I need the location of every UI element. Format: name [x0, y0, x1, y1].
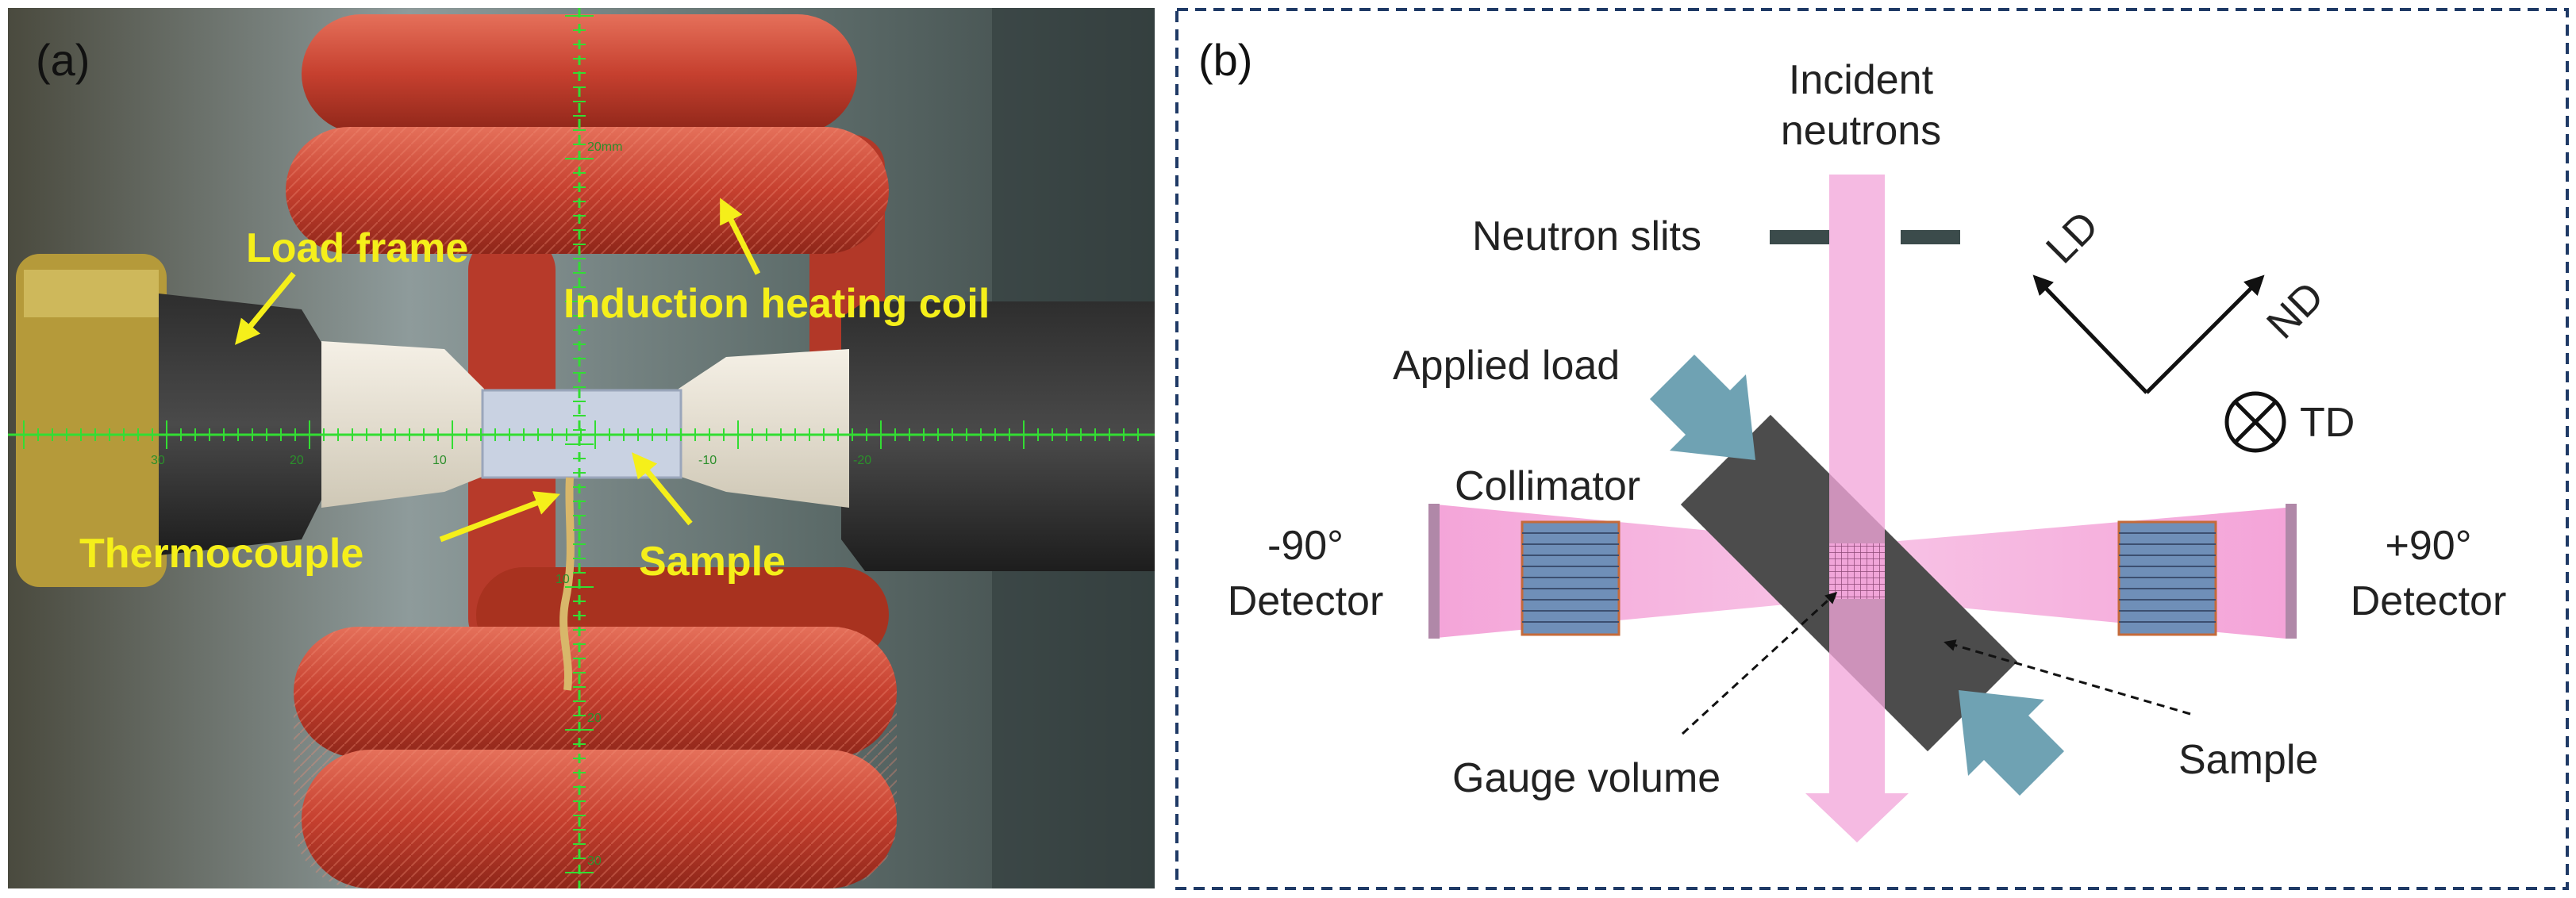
label-gauge-volume: Gauge volume — [1452, 755, 1721, 801]
thermocouple-wire — [559, 477, 575, 691]
label-sample: Sample — [639, 539, 786, 585]
label-neutron-slits: Neutron slits — [1472, 213, 1701, 259]
arrow-induction-coil — [719, 198, 761, 275]
label-incident-line1: Incident — [1789, 57, 1934, 103]
label-thermocouple: Thermocouple — [79, 531, 363, 577]
scale-label: -20 — [853, 454, 871, 467]
scale-label: 30 — [151, 454, 165, 467]
label-right-detector: Detector — [2351, 578, 2507, 624]
panel-b-label: (b) — [1198, 35, 1252, 85]
leader-sample — [1944, 639, 2191, 716]
applied-load-arrow-bottom — [1959, 690, 2064, 796]
detector-right — [2286, 504, 2297, 639]
scale-label: 20 — [587, 712, 602, 725]
axis-ld-arrow — [2032, 274, 2148, 394]
label-applied-load: Applied load — [1393, 343, 1620, 389]
scale-ticks — [23, 15, 1139, 873]
grip-right — [841, 301, 1155, 571]
grip-left-tape — [16, 254, 167, 587]
detector-left — [1428, 504, 1440, 639]
axis-td-label: TD — [2300, 400, 2355, 446]
label-left-detector: Detector — [1228, 578, 1384, 624]
label-load-frame: Load frame — [246, 225, 468, 271]
label-right-detector-angle: +90° — [2385, 523, 2471, 569]
label-left-detector-angle: -90° — [1267, 523, 1344, 569]
label-induction-coil: Induction heating coil — [563, 281, 990, 327]
ceramic-right — [679, 349, 849, 508]
incident-beam — [1805, 175, 1909, 842]
label-collimator: Collimator — [1455, 463, 1640, 509]
ceramic-left — [321, 341, 484, 508]
collimator-left — [1521, 520, 1621, 636]
applied-load-arrow-top — [1650, 355, 1755, 460]
load-frame — [16, 254, 1155, 587]
scale-label: 10 — [433, 454, 447, 467]
scale-labels: 30 20 10 -10 -20 20mm 10 20 30 — [151, 140, 871, 868]
panel-a: 30 20 10 -10 -20 20mm 10 20 30 (a) Load … — [8, 8, 1155, 888]
label-sample: Sample — [2178, 737, 2318, 783]
arrow-sample — [631, 452, 693, 526]
gauge-volume-grid — [1829, 543, 1885, 599]
neutron-slit-right — [1901, 230, 1960, 244]
scale-label: 10 — [556, 573, 570, 586]
axis-nd-arrow — [2145, 274, 2265, 394]
td-out-of-plane-icon — [2224, 391, 2286, 453]
scale-label: 30 — [587, 854, 602, 868]
coil-turn-bottom-tex — [294, 627, 897, 888]
grip-left-tape-shine — [24, 270, 159, 317]
grip-left — [159, 294, 325, 555]
scale-label: 20mm — [587, 140, 622, 154]
scale-label: -10 — [698, 454, 717, 467]
panel-a-label: (a) — [36, 35, 90, 85]
scale-label: 20 — [290, 454, 304, 467]
arrow-load-frame — [234, 271, 296, 345]
panel-b: (b) — [1175, 8, 2569, 890]
leader-gauge-volume — [1681, 591, 1838, 735]
arrow-thermocouple — [439, 491, 560, 543]
neutron-slit-left — [1770, 230, 1829, 244]
label-incident-line2: neutrons — [1781, 108, 1941, 154]
collimator-right — [2117, 520, 2217, 636]
